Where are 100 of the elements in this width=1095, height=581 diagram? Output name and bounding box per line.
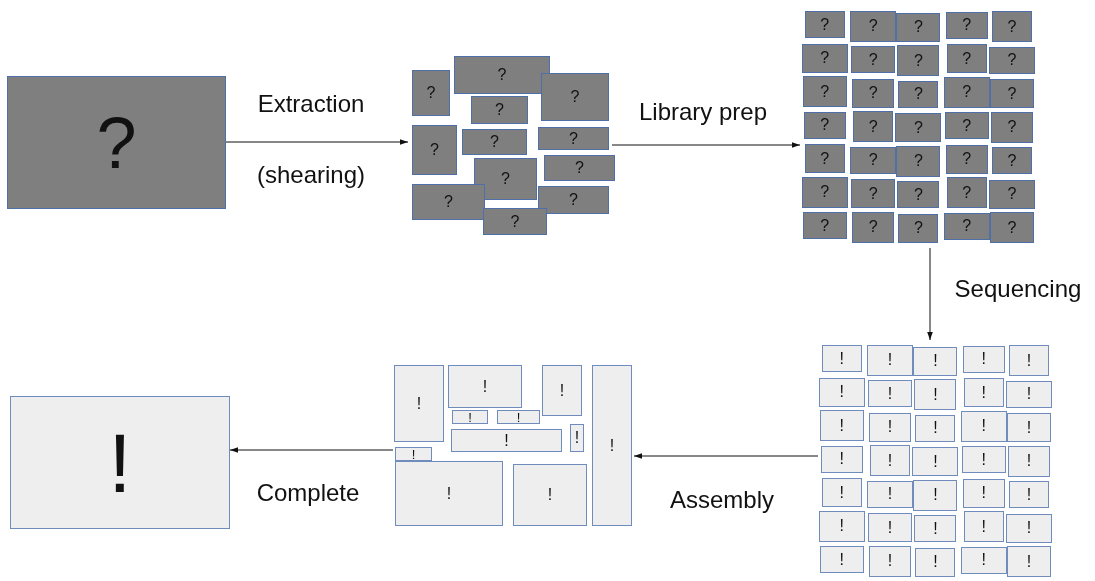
read-box: ! xyxy=(513,464,587,526)
read-box: ! xyxy=(821,345,862,373)
dna-fragment-box: ? xyxy=(945,11,988,39)
dna-fragment-box: ? xyxy=(895,113,942,143)
read-box: ! xyxy=(915,414,956,442)
read-box: ! xyxy=(867,480,914,508)
read-box: ! xyxy=(914,379,957,411)
read-box: ! xyxy=(869,545,912,577)
dna-fragment-box: ? xyxy=(991,111,1033,143)
dna-fragment-box: ? xyxy=(454,56,550,94)
dna-fragment-box: ? xyxy=(541,73,609,121)
read-box: ! xyxy=(868,380,913,407)
read-box: ! xyxy=(963,511,1004,543)
read-box: ! xyxy=(960,546,1007,574)
dna-fragment-box: ? xyxy=(852,78,895,108)
arrow xyxy=(633,453,819,459)
dna-fragment-box: ? xyxy=(801,176,848,208)
dna-fragment-box: ? xyxy=(943,212,990,240)
dna-fragment-box: ? xyxy=(992,11,1032,43)
dna-fragment-box: ? xyxy=(802,212,847,240)
read-box: ! xyxy=(1006,513,1052,543)
dna-fragment-box: ? xyxy=(990,212,1034,244)
dna-fragment-box: ? xyxy=(850,10,897,42)
read-box: ! xyxy=(867,344,914,376)
dna-fragment-box: ? xyxy=(898,213,939,243)
dna-fragment-box: ? xyxy=(944,112,989,140)
dna-fragment-box: ? xyxy=(801,43,848,73)
read-box: ! xyxy=(1009,481,1049,509)
read-box: ! xyxy=(821,478,862,508)
dna-fragment-box: ? xyxy=(898,80,939,108)
dna-fragment-box: ? xyxy=(990,79,1034,109)
dna-fragment-box: ? xyxy=(474,158,537,200)
read-box: ! xyxy=(1009,345,1049,377)
dna-fragment-box: ? xyxy=(945,144,988,174)
read-box: ! xyxy=(1008,445,1050,477)
dna-fragment-box: ? xyxy=(538,186,609,214)
dna-fragment-box: ? xyxy=(897,181,940,209)
read-box: ! xyxy=(395,447,432,461)
read-box: ! xyxy=(870,445,911,476)
dna-fragment-box: ? xyxy=(989,46,1035,74)
dna-fragment-box: ? xyxy=(802,76,847,108)
arrow xyxy=(229,447,394,453)
read-box: ! xyxy=(819,546,864,574)
dna-fragment-box: ? xyxy=(804,144,845,174)
read-box: ! xyxy=(915,547,956,577)
dna-fragment-box: ? xyxy=(412,184,485,220)
dna-fragment-box: ? xyxy=(471,96,528,124)
read-box: ! xyxy=(1007,413,1051,443)
dna-fragment-box: ? xyxy=(803,111,846,139)
dna-fragment-box: ? xyxy=(897,45,940,77)
dna-fragment-box: ? xyxy=(544,155,615,181)
arrow xyxy=(225,139,409,145)
read-box: ! xyxy=(913,346,958,376)
dna-fragment-box: ? xyxy=(943,76,990,108)
read-box: ! xyxy=(448,365,522,408)
read-box: ! xyxy=(913,479,958,511)
dna-fragment-box: ? xyxy=(483,208,547,235)
read-box: ! xyxy=(912,447,959,477)
dna-fragment-box: ? xyxy=(896,145,941,177)
dna-fragment-box: ? xyxy=(853,111,894,142)
read-box: ! xyxy=(452,410,488,424)
read-box: ! xyxy=(394,365,444,442)
dna-fragment-box: ? xyxy=(992,147,1032,175)
read-box: ! xyxy=(1006,380,1052,408)
read-box: ! xyxy=(962,478,1005,508)
dna-fragment-box: ? xyxy=(851,179,896,208)
read-box: ! xyxy=(451,429,562,452)
read-box: ! xyxy=(570,424,584,452)
read-box: ! xyxy=(818,510,865,542)
dna-fragment-box: ? xyxy=(538,127,609,150)
read-box: ! xyxy=(497,410,540,424)
dna-fragment-box: ? xyxy=(896,12,941,42)
dna-fragment-box: ? xyxy=(804,11,845,39)
dna-fragment-box: ? xyxy=(412,70,450,116)
read-box: ! xyxy=(963,378,1004,408)
read-box: ! xyxy=(819,410,864,442)
read-box: ! xyxy=(542,365,582,416)
read-box: ! xyxy=(820,445,863,473)
read-box: ! xyxy=(869,412,912,442)
dna-fragment-box: ? xyxy=(852,211,895,243)
dna-fragment-box: ? xyxy=(946,44,987,74)
read-box: ! xyxy=(592,365,632,526)
dna-fragment-box: ? xyxy=(946,177,987,209)
dna-fragment-box: ? xyxy=(462,129,527,155)
read-box: ! xyxy=(868,513,913,542)
read-box: ! xyxy=(818,377,865,407)
read-box: ! xyxy=(1007,546,1051,578)
read-box: ! xyxy=(962,345,1005,373)
dna-fragment-box: ? xyxy=(412,125,457,175)
arrow xyxy=(927,247,933,341)
dna-fragment-box: ? xyxy=(989,179,1035,209)
read-box: ! xyxy=(961,446,1006,474)
dna-fragment-box: ? xyxy=(851,46,896,73)
dna-fragment-box: ? xyxy=(850,146,897,174)
read-box: ! xyxy=(395,461,503,526)
arrow xyxy=(611,142,801,148)
read-box: ! xyxy=(960,410,1007,442)
genome-box: ! xyxy=(10,396,230,529)
read-box: ! xyxy=(914,515,957,543)
sample-box: ? xyxy=(7,76,226,209)
